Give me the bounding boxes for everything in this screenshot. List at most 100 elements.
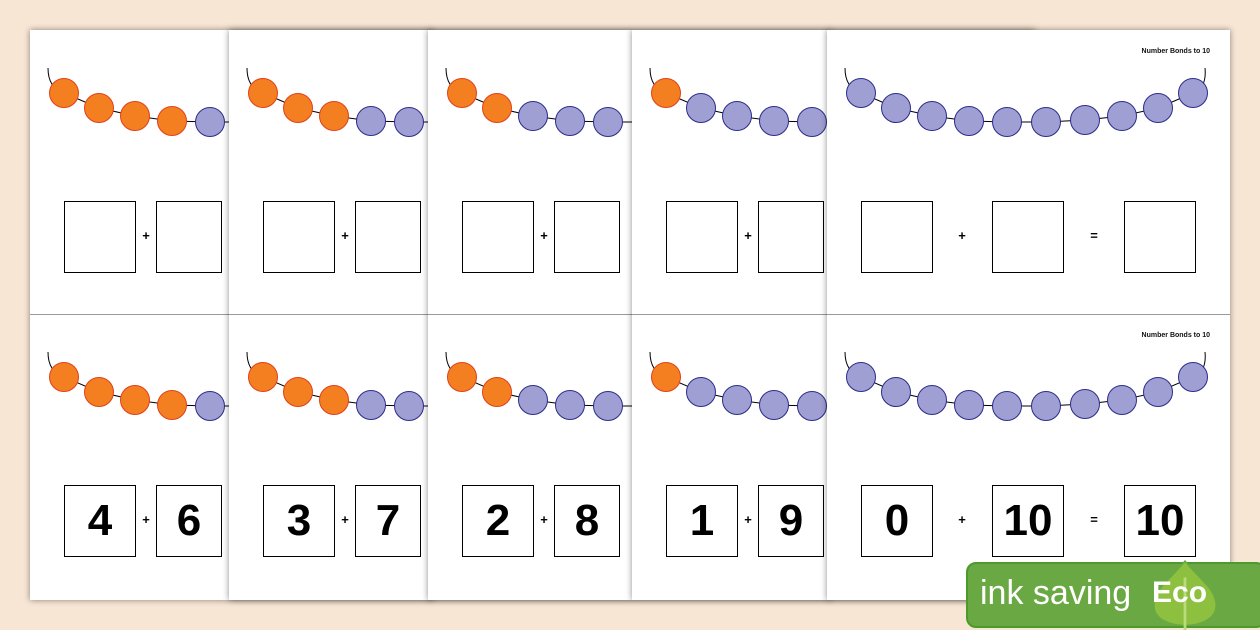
purple-bead xyxy=(1070,389,1100,419)
purple-bead xyxy=(1107,101,1137,131)
purple-bead xyxy=(686,93,716,123)
purple-bead xyxy=(195,391,225,421)
purple-bead xyxy=(1178,78,1208,108)
purple-bead xyxy=(759,106,789,136)
purple-bead xyxy=(917,101,947,131)
purple-bead xyxy=(394,107,424,137)
plus-sign: + xyxy=(958,228,966,243)
worksheet-title: Number Bonds to 10 xyxy=(1141,48,1210,55)
total-number-box[interactable] xyxy=(1124,201,1196,273)
cut-line xyxy=(428,314,831,315)
orange-bead xyxy=(120,101,150,131)
purple-bead xyxy=(992,107,1022,137)
first-number-box[interactable] xyxy=(861,201,933,273)
second-number-box[interactable] xyxy=(355,201,421,273)
orange-bead xyxy=(651,362,681,392)
orange-bead xyxy=(283,93,313,123)
worksheet-title: Number Bonds to 10 xyxy=(1141,332,1210,339)
purple-bead xyxy=(881,377,911,407)
plus-sign: + xyxy=(540,512,548,527)
cut-line xyxy=(827,314,1230,315)
second-number-box[interactable] xyxy=(758,201,824,273)
orange-bead xyxy=(319,385,349,415)
plus-sign: + xyxy=(142,512,150,527)
orange-bead xyxy=(248,362,278,392)
second-number-box[interactable] xyxy=(156,201,222,273)
eco-label: Eco xyxy=(1152,576,1208,609)
purple-bead xyxy=(518,385,548,415)
second-number-box[interactable] xyxy=(992,201,1064,273)
purple-bead xyxy=(593,107,623,137)
purple-bead xyxy=(846,362,876,392)
purple-bead xyxy=(356,390,386,420)
orange-bead xyxy=(49,78,79,108)
orange-bead xyxy=(319,101,349,131)
first-number-box: 0 xyxy=(861,485,933,557)
purple-bead xyxy=(992,391,1022,421)
purple-bead xyxy=(1070,105,1100,135)
purple-bead xyxy=(1031,107,1061,137)
purple-bead xyxy=(1143,93,1173,123)
purple-bead xyxy=(394,391,424,421)
purple-bead xyxy=(555,106,585,136)
orange-bead xyxy=(84,93,114,123)
orange-bead xyxy=(283,377,313,407)
orange-bead xyxy=(482,377,512,407)
second-number-box: 10 xyxy=(992,485,1064,557)
first-number-box[interactable] xyxy=(666,201,738,273)
total-number-box: 10 xyxy=(1124,485,1196,557)
plus-sign: + xyxy=(341,512,349,527)
first-number-box: 2 xyxy=(462,485,534,557)
orange-bead xyxy=(651,78,681,108)
purple-bead xyxy=(1143,377,1173,407)
plus-sign: + xyxy=(540,228,548,243)
second-number-box: 7 xyxy=(355,485,421,557)
first-number-box: 4 xyxy=(64,485,136,557)
badge-text: ink saving xyxy=(980,574,1132,612)
orange-bead xyxy=(157,106,187,136)
first-number-box[interactable] xyxy=(462,201,534,273)
purple-bead xyxy=(195,107,225,137)
purple-bead xyxy=(797,391,827,421)
plus-sign: + xyxy=(341,228,349,243)
purple-bead xyxy=(954,106,984,136)
purple-bead xyxy=(722,101,752,131)
plus-sign: + xyxy=(142,228,150,243)
purple-bead xyxy=(917,385,947,415)
purple-bead xyxy=(1107,385,1137,415)
first-number-box[interactable] xyxy=(64,201,136,273)
purple-bead xyxy=(1178,362,1208,392)
first-number-box: 3 xyxy=(263,485,335,557)
orange-bead xyxy=(84,377,114,407)
second-number-box: 8 xyxy=(554,485,620,557)
orange-bead xyxy=(157,390,187,420)
purple-bead xyxy=(722,385,752,415)
purple-bead xyxy=(686,377,716,407)
equals-sign: = xyxy=(1090,228,1098,243)
plus-sign: + xyxy=(958,512,966,527)
purple-bead xyxy=(881,93,911,123)
first-number-box: 1 xyxy=(666,485,738,557)
equals-sign: = xyxy=(1090,512,1098,527)
purple-bead xyxy=(797,107,827,137)
purple-bead xyxy=(356,106,386,136)
orange-bead xyxy=(447,78,477,108)
orange-bead xyxy=(120,385,150,415)
plus-sign: + xyxy=(744,512,752,527)
orange-bead xyxy=(248,78,278,108)
second-number-box: 9 xyxy=(758,485,824,557)
purple-bead xyxy=(954,390,984,420)
second-number-box[interactable] xyxy=(554,201,620,273)
purple-bead xyxy=(759,390,789,420)
purple-bead xyxy=(846,78,876,108)
leaf-icon xyxy=(1152,560,1218,630)
orange-bead xyxy=(447,362,477,392)
orange-bead xyxy=(482,93,512,123)
purple-bead xyxy=(555,390,585,420)
purple-bead xyxy=(1031,391,1061,421)
orange-bead xyxy=(49,362,79,392)
purple-bead xyxy=(593,391,623,421)
first-number-box[interactable] xyxy=(263,201,335,273)
plus-sign: + xyxy=(744,228,752,243)
